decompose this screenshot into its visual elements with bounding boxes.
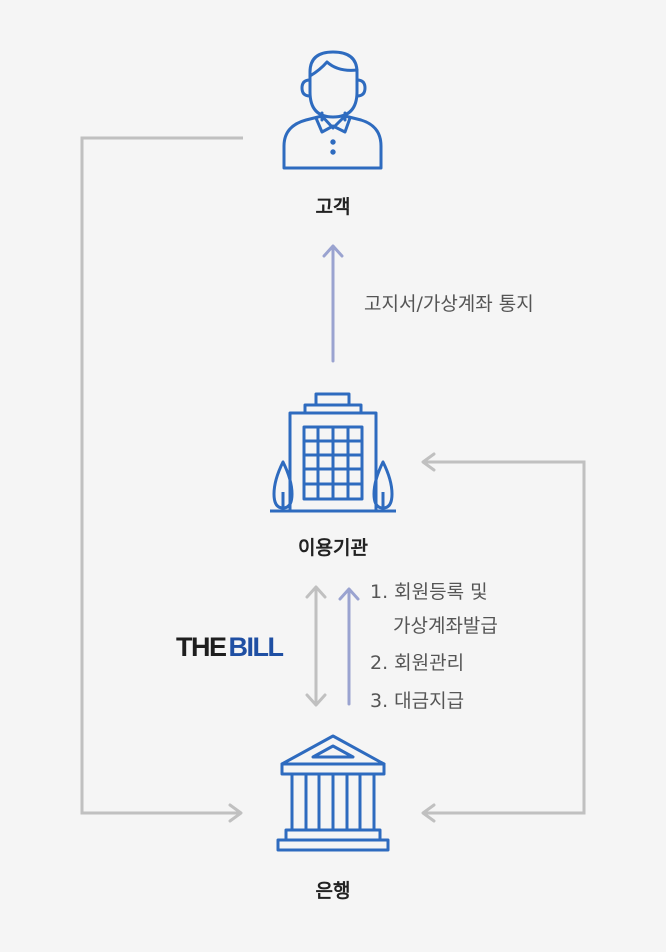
logo-bill: BILL xyxy=(228,632,285,662)
bank-icon xyxy=(276,734,390,852)
customer-to-bank-line xyxy=(80,136,243,823)
institution-bank-line xyxy=(421,452,586,823)
customer-label: 고객 xyxy=(315,196,351,218)
notify-arrow xyxy=(322,244,344,363)
building-icon xyxy=(270,392,396,513)
person-icon xyxy=(282,50,383,170)
step-2-note: 2. 회원관리 xyxy=(370,652,465,674)
step-1-note: 1. 회원등록 및 xyxy=(370,581,488,603)
notify-note: 고지서/가상계좌 통지 xyxy=(364,293,534,315)
logo-the: THE xyxy=(176,632,227,662)
step-3-note: 3. 대금지급 xyxy=(370,690,465,712)
thebill-double-arrow xyxy=(305,585,327,707)
bank-label: 은행 xyxy=(315,880,351,902)
step-1-continued-note: 가상계좌발급 xyxy=(393,615,498,637)
bank-to-institution-arrow xyxy=(338,587,360,706)
institution-label: 이용기관 xyxy=(298,537,368,559)
